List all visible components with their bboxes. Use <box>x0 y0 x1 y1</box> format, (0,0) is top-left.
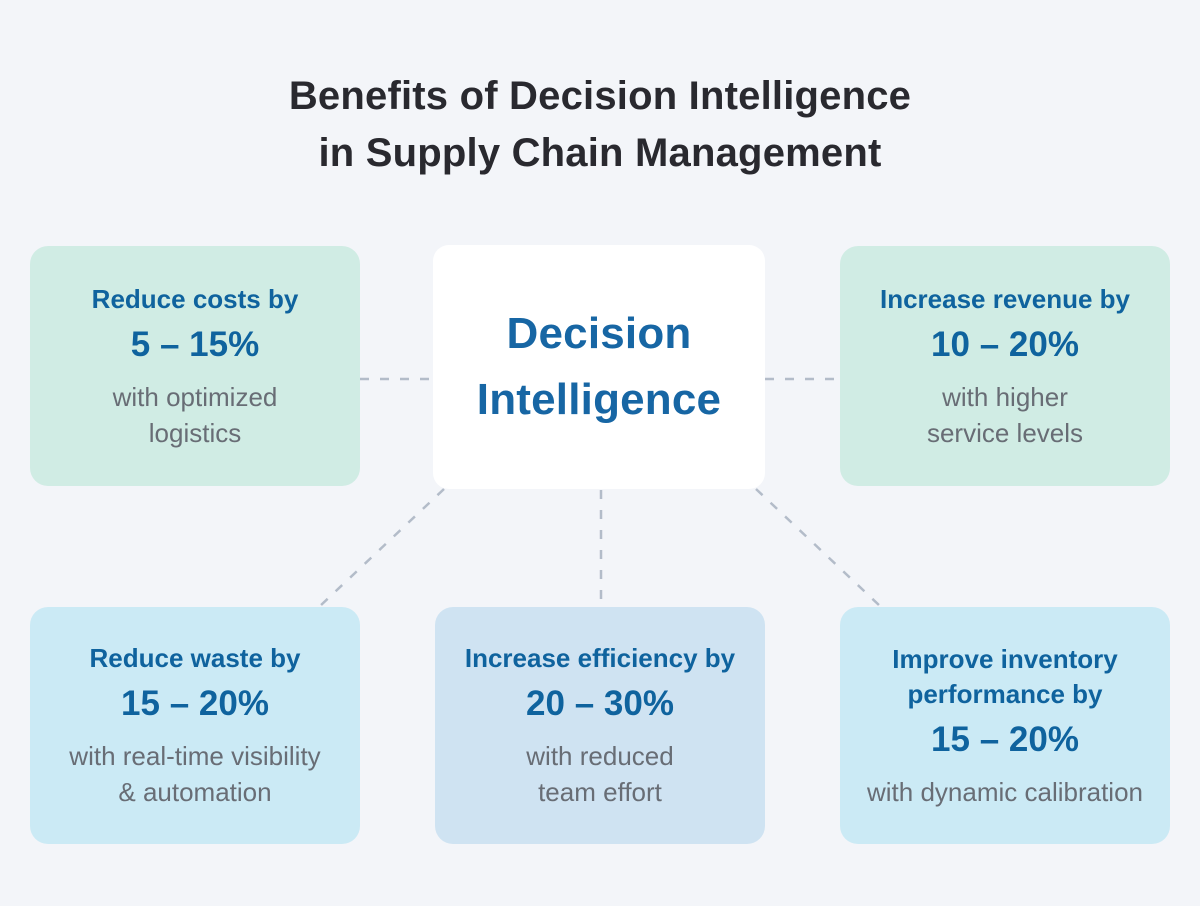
card-heading: Increase revenue by <box>879 283 1131 314</box>
card-heading: Reduce waste by <box>89 643 301 673</box>
card-value: 20 – 30% <box>526 684 674 723</box>
card-heading: Reduce costs by <box>91 283 299 314</box>
card-reduce-waste: Reduce waste by 15 – 20% with real-time … <box>30 607 360 844</box>
card-increase-revenue: Increase revenue by 10 – 20% with higher… <box>840 246 1170 486</box>
card-value: 15 – 20% <box>121 684 269 723</box>
card-heading: Increase efficiency by <box>464 643 736 673</box>
connector-bottom-left-diagonal <box>319 488 445 607</box>
card-description: with dynamic calibration <box>866 776 1143 807</box>
card-value: 15 – 20% <box>931 719 1079 759</box>
card-increase-efficiency: Increase efficiency by 20 – 30% with red… <box>435 607 765 844</box>
card-value: 5 – 15% <box>130 324 260 364</box>
connector-bottom-right-diagonal <box>755 488 881 607</box>
card-description: with real-time visibility& automation <box>69 741 321 807</box>
card-value: 10 – 20% <box>931 324 1079 364</box>
